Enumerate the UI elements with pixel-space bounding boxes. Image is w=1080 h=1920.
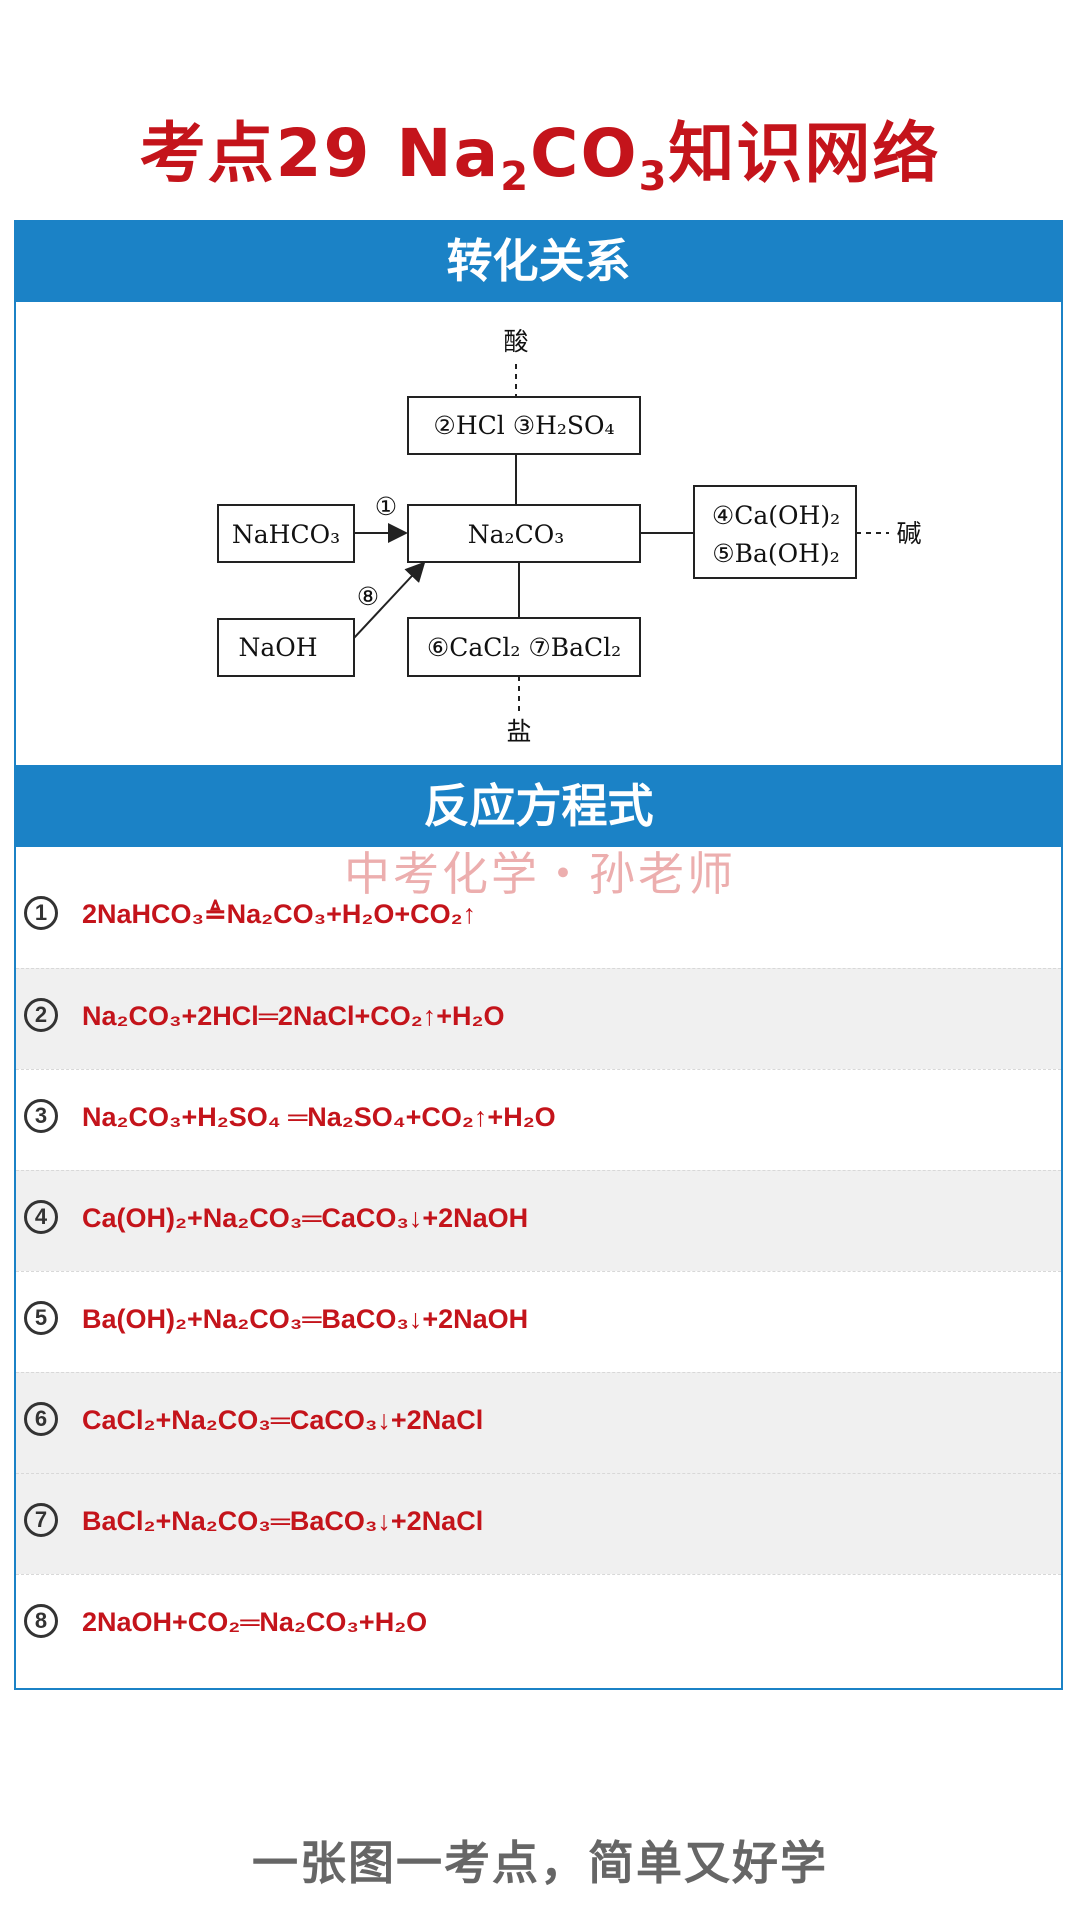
equation-number: 3 (24, 1099, 58, 1133)
equation-text: Ba(OH)₂+Na₂CO₃═BaCO₃↓+2NaOH (82, 1304, 529, 1334)
acid-box (407, 396, 641, 455)
equation-text: Ca(OH)₂+Na₂CO₃═CaCO₃↓+2NaOH (82, 1203, 529, 1233)
equation-text: 2NaOH+CO₂═Na₂CO₃+H₂O (82, 1607, 428, 1637)
diagram-svg: 酸 ②HCl ③H₂SO₄ Na₂CO₃ NaHCO₃ ① NaOH ⑧ ④Ca… (217, 327, 922, 746)
arrow-8-label: ⑧ (357, 582, 379, 611)
equation-number: 7 (24, 1503, 58, 1537)
equation-text: CaCl₂+Na₂CO₃═CaCO₃↓+2NaCl (82, 1405, 484, 1435)
equation-number: 4 (24, 1200, 58, 1234)
footer-slogan: 一张图一考点，简单又好学 (252, 1836, 828, 1890)
salt-box-text: ⑥CaCl₂ ⑦BaCl₂ (427, 633, 621, 662)
acid-box-text: ②HCl ③H₂SO₄ (433, 411, 614, 440)
equation-text: Na₂CO₃+H₂SO₄ ═Na₂SO₄+CO₂↑+H₂O (82, 1102, 556, 1132)
arrow-1-label: ① (375, 492, 397, 521)
equation-list: 1 2NaHCO₃≜Na₂CO₃+H₂O+CO₂↑ 2 Na₂CO₃+2HCl═… (16, 867, 1061, 1675)
equation-number: 2 (24, 998, 58, 1032)
equation-row: 4 Ca(OH)₂+Na₂CO₃═CaCO₃↓+2NaOH (16, 1170, 1061, 1271)
acid-label: 酸 (503, 327, 528, 356)
equation-number: 1 (24, 896, 58, 930)
section-heading-equations: 反应方程式 (14, 765, 1063, 847)
base-box-line1: ④Ca(OH)₂ (712, 501, 840, 530)
nahco3-box (217, 504, 355, 563)
equation-row: 7 BaCl₂+Na₂CO₃═BaCO₃↓+2NaCl (16, 1473, 1061, 1574)
equation-number: 8 (24, 1604, 58, 1638)
naoh-box (217, 618, 355, 677)
equation-number: 6 (24, 1402, 58, 1436)
naoh-box-text: NaOH (238, 633, 317, 662)
equation-text: Na₂CO₃+2HCl═2NaCl+CO₂↑+H₂O (82, 1001, 505, 1031)
equation-row: 5 Ba(OH)₂+Na₂CO₃═BaCO₃↓+2NaOH (16, 1271, 1061, 1372)
conversion-diagram: 酸 ②HCl ③H₂SO₄ Na₂CO₃ NaHCO₃ ① NaOH ⑧ ④Ca… (16, 302, 1061, 765)
equation-text: BaCl₂+Na₂CO₃═BaCO₃↓+2NaCl (82, 1506, 484, 1536)
base-box-line2: ⑤Ba(OH)₂ (712, 539, 840, 568)
base-label: 碱 (896, 519, 921, 548)
equation-row: 1 2NaHCO₃≜Na₂CO₃+H₂O+CO₂↑ (16, 867, 1061, 968)
section-heading-conversion: 转化关系 (14, 220, 1063, 302)
salt-box (407, 617, 641, 677)
equation-row: 8 2NaOH+CO₂═Na₂CO₃+H₂O (16, 1574, 1061, 1675)
equation-number: 5 (24, 1301, 58, 1335)
equation-text: 2NaHCO₃≜Na₂CO₃+H₂O+CO₂↑ (82, 899, 477, 929)
salt-label: 盐 (506, 717, 531, 746)
nahco3-box-text: NaHCO₃ (232, 520, 340, 549)
base-box (693, 485, 857, 579)
equation-row: 2 Na₂CO₃+2HCl═2NaCl+CO₂↑+H₂O (16, 968, 1061, 1069)
equation-row: 6 CaCl₂+Na₂CO₃═CaCO₃↓+2NaCl (16, 1372, 1061, 1473)
equation-row: 3 Na₂CO₃+H₂SO₄ ═Na₂SO₄+CO₂↑+H₂O (16, 1069, 1061, 1170)
page-title: 考点29 Na2CO3知识网络 (139, 115, 941, 200)
center-box-text: Na₂CO₃ (468, 520, 564, 549)
arrow-8 (353, 561, 426, 639)
